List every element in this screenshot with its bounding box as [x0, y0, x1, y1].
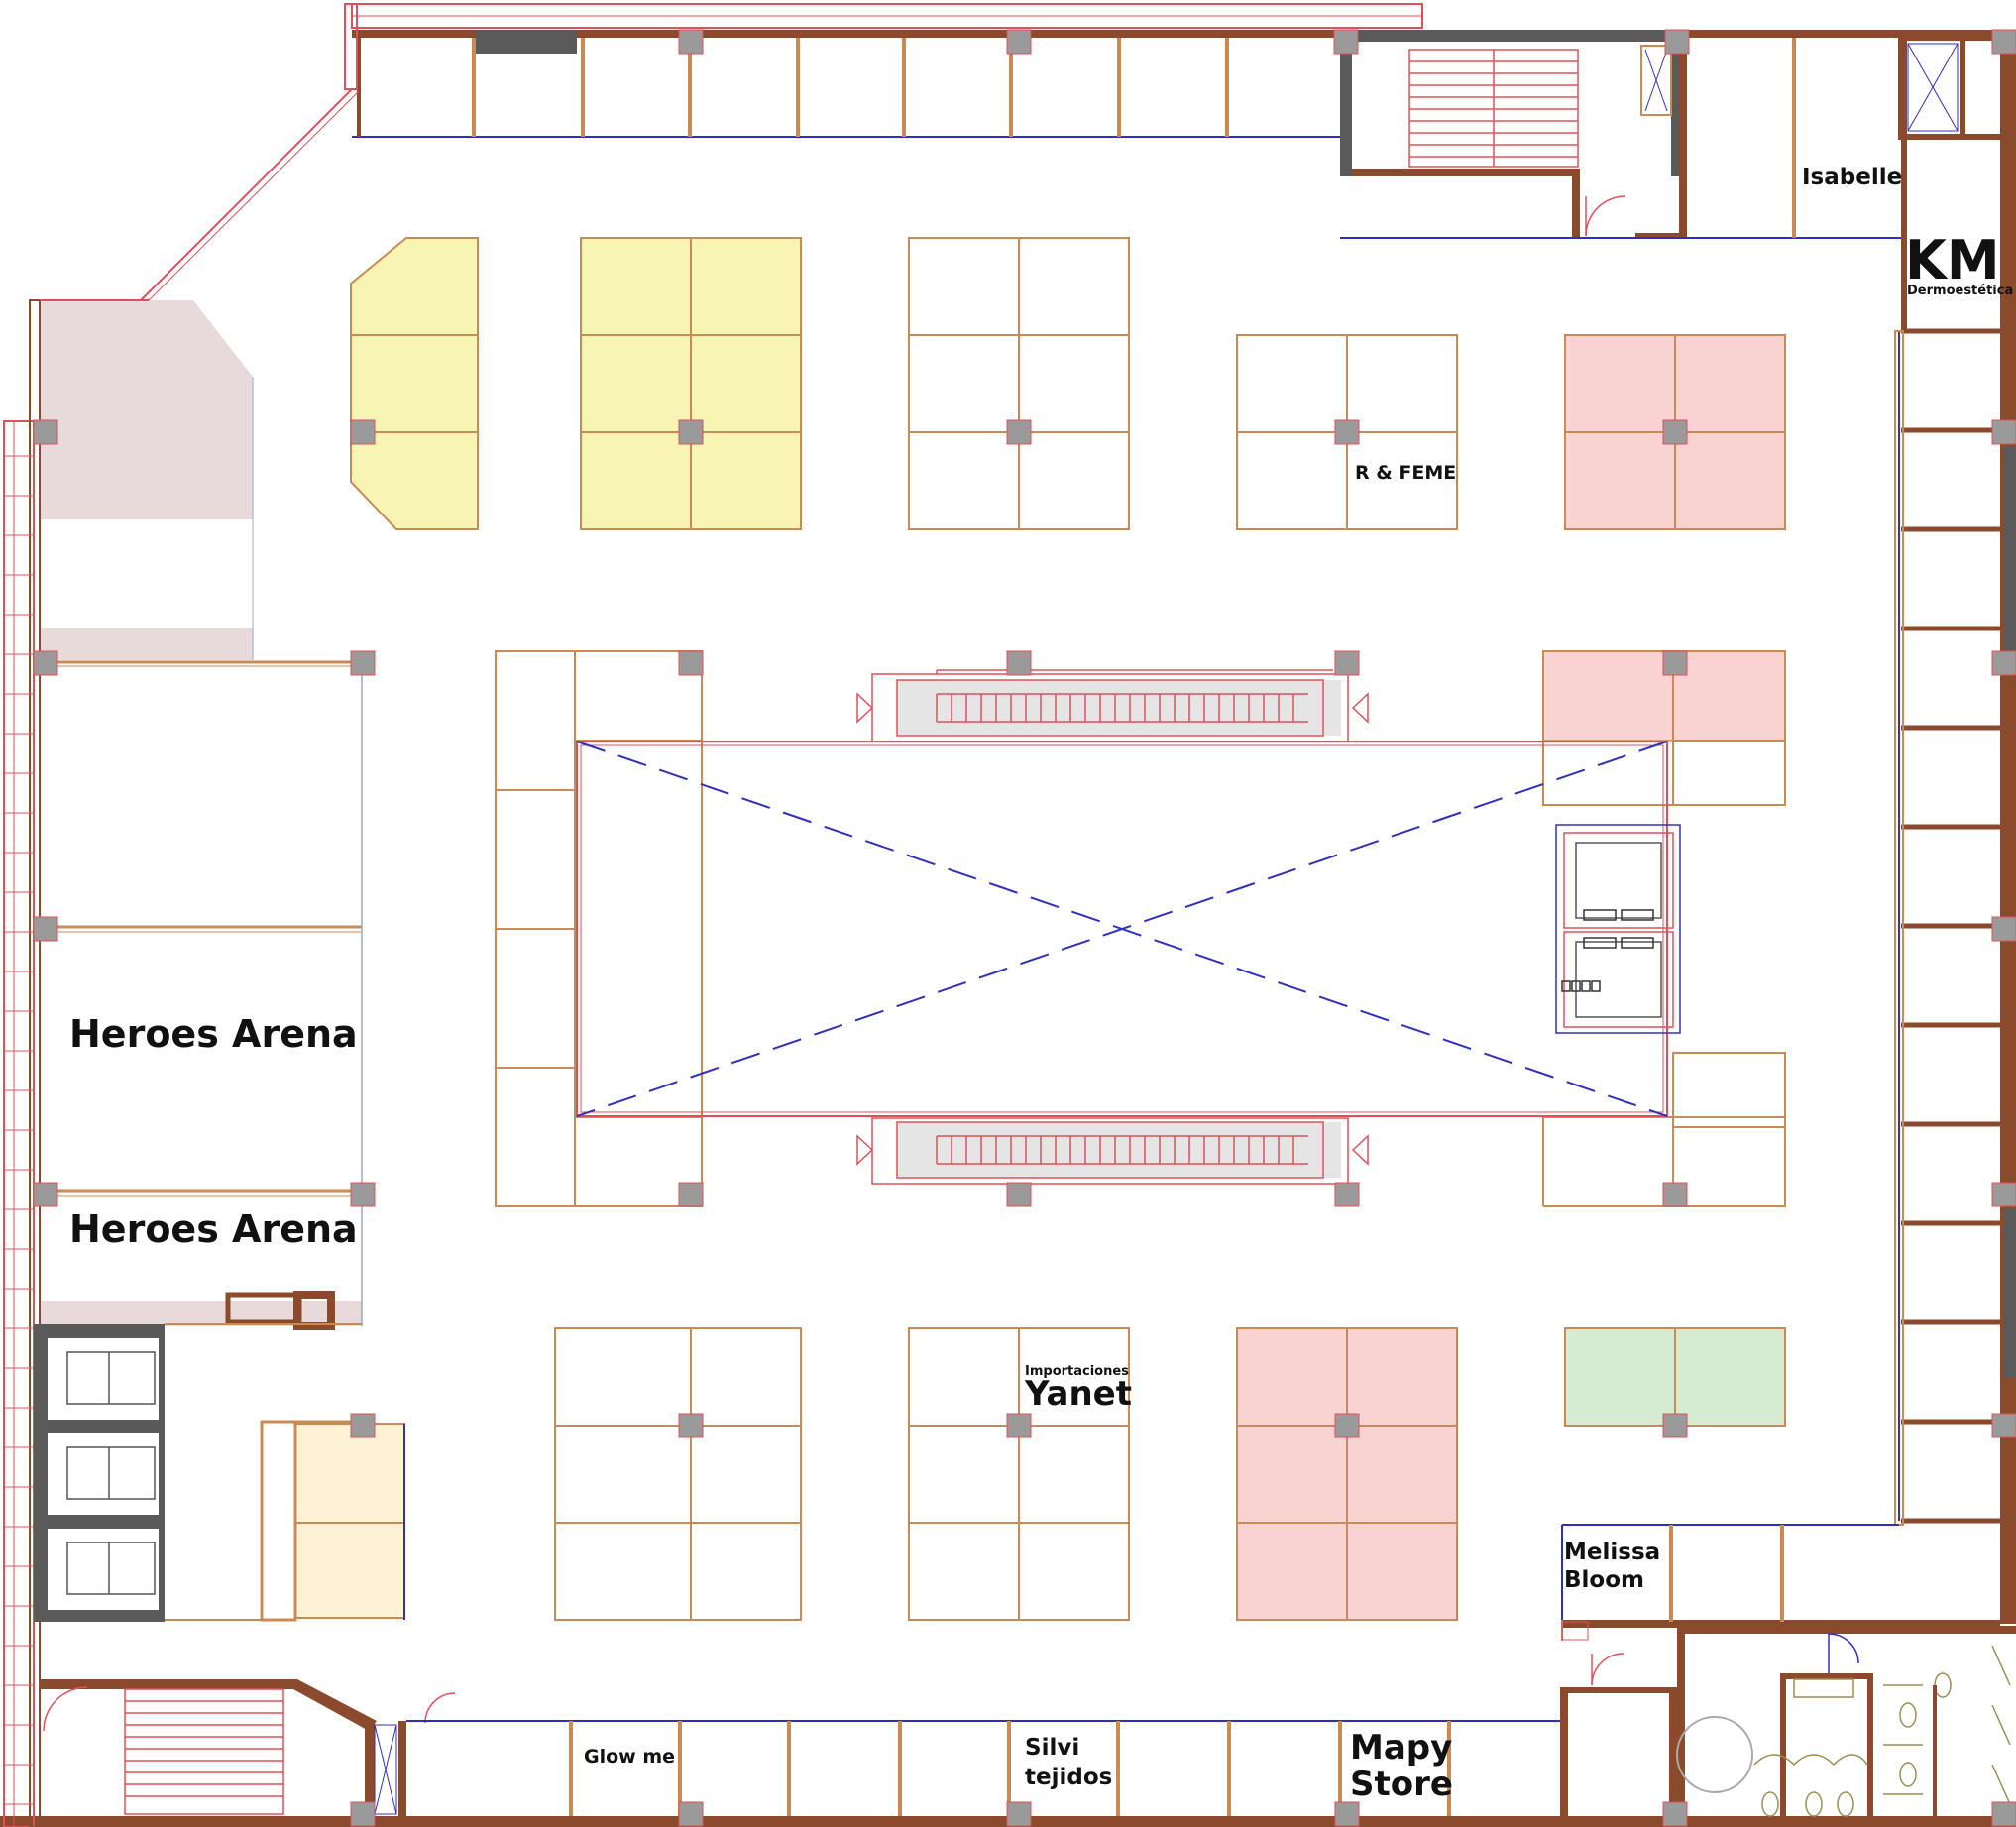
store-label-silvi: Silvi: [1025, 1735, 1080, 1761]
kiosk-yellow-left: [350, 237, 479, 530]
store-label-heroes-arena-1: Heroes Arena: [69, 1012, 358, 1056]
escalator-bottom-fill: [897, 1122, 1341, 1178]
store-label-yanet: Yanet: [1025, 1374, 1132, 1414]
store-label-bloom: Bloom: [1564, 1567, 1644, 1593]
kiosk-fills: [40, 237, 1786, 1621]
heroes-arena-room: [40, 377, 363, 1330]
melissa-bloom-area: [1561, 1620, 1589, 1641]
bottom-shop-row: [0, 1653, 2016, 1827]
km-logo: KM: [1905, 229, 2000, 291]
top-right-block: [1687, 30, 2016, 331]
store-label-importaciones: Importaciones: [1025, 1364, 1129, 1379]
top-shop-row: [351, 3, 1423, 138]
area-mauve-hero-strip: [40, 1301, 362, 1326]
stair-core-top: [1340, 30, 1687, 239]
area-mauve-left-strip: [40, 628, 253, 660]
store-label-heroes-arena-2: Heroes Arena: [69, 1207, 358, 1251]
store-label-tejidos: tejidos: [1025, 1765, 1113, 1790]
store-label-isabelle: Isabelle: [1802, 165, 1903, 190]
left-service-rooms: [34, 1323, 405, 1622]
left-facade: [3, 3, 360, 1827]
km-subtitle: Dermoestética: [1907, 284, 2014, 298]
store-label-r-feme: R & FEME: [1355, 462, 1457, 484]
structural-columns: [33, 29, 2016, 1827]
escalator-top-fill: [897, 680, 1341, 736]
store-label-store: Store: [1350, 1765, 1453, 1804]
store-label-melissa: Melissa: [1564, 1540, 1661, 1565]
kiosk-cream: [294, 1423, 405, 1619]
elevator-block: [1555, 824, 1681, 1034]
restrooms: [1676, 1626, 2016, 1817]
area-mauve-left: [40, 300, 253, 519]
stair-core-bottom: [40, 1679, 458, 1816]
escalator-bottom: [856, 1117, 1369, 1185]
escalator-top: [856, 669, 1369, 742]
bottom-right-shops: [1561, 1524, 2000, 1628]
central-void: [576, 741, 1668, 1117]
store-label-mapy: Mapy: [1350, 1728, 1453, 1768]
store-label-glow-me: Glow me: [584, 1746, 676, 1768]
